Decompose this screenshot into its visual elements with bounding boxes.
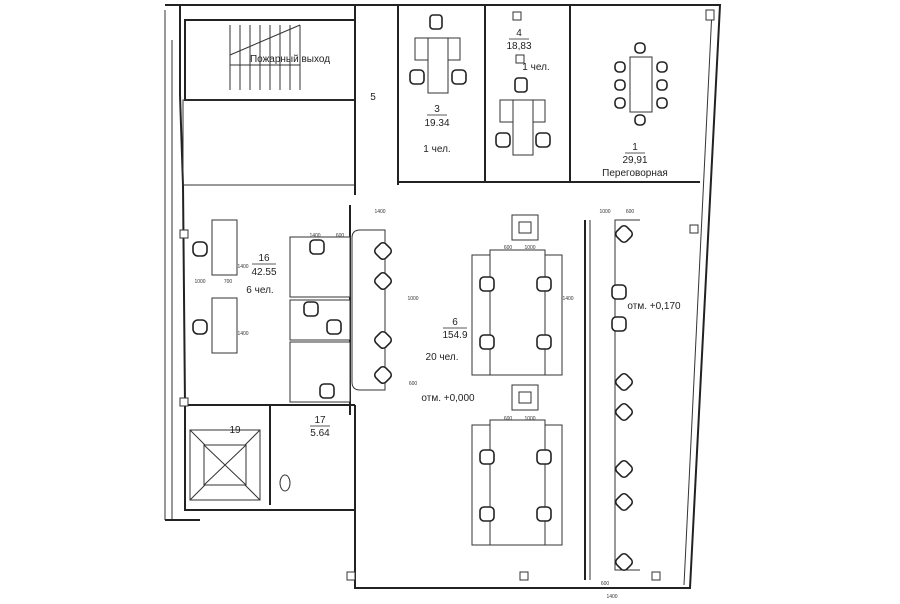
dimension: 1400: [237, 264, 248, 270]
room-6-people: 20 чел.: [426, 352, 459, 363]
chairs: [192, 14, 668, 572]
room-3-area: 19.34: [424, 118, 449, 129]
room-1-area: 29,91: [622, 155, 647, 166]
floor-level-marker-raised: отм. +0,170: [627, 301, 681, 312]
dimension: 1400: [374, 209, 385, 215]
dimension: 1400: [237, 331, 248, 337]
room-16-area: 42.55: [251, 267, 276, 278]
dimension: 600: [626, 209, 635, 215]
dimension: 600: [601, 581, 610, 587]
room-5-number: 5: [370, 92, 376, 103]
dimension: 1000: [524, 416, 535, 422]
fire-exit-label: Пожарный выход: [250, 54, 330, 65]
dimension: 1400: [562, 296, 573, 302]
dimension: 600: [336, 233, 345, 239]
dimension: 600: [504, 416, 513, 422]
dimension: 1000: [407, 296, 418, 302]
room-1-name: Переговорная: [602, 168, 668, 179]
dimension: 700: [224, 279, 233, 285]
room-3-people: 1 чел.: [423, 144, 450, 155]
room-16-number: 16: [258, 253, 270, 264]
dimension: 1000: [194, 279, 205, 285]
room-19-number: 19: [229, 425, 241, 436]
room-6-number: 6: [452, 317, 458, 328]
room-6-area: 154.9: [442, 330, 467, 341]
room-3-number: 3: [434, 104, 440, 115]
room-1-number: 1: [632, 142, 638, 153]
room-16-people: 6 чел.: [246, 285, 273, 296]
dimension: 1000: [524, 245, 535, 251]
outer-walls: [164, 4, 722, 589]
room-4-area: 18,83: [506, 41, 531, 52]
fire-exit-stairs: Пожарный выход: [229, 24, 330, 90]
room-17-area: 5.64: [310, 428, 330, 439]
room-4-people: 1 чел.: [522, 62, 549, 73]
dimension: 1000: [599, 209, 610, 215]
furniture: [211, 37, 653, 571]
dimension: 1400: [606, 594, 617, 600]
dimension-labels: 1400 1400 600 1000 600 1000 600 1000 600…: [194, 209, 634, 600]
dimension: 1400: [309, 233, 320, 239]
dimension: 600: [504, 245, 513, 251]
floor-level-marker: отм. +0,000: [421, 393, 475, 404]
room-17-number: 17: [314, 415, 326, 426]
room-4-number: 4: [516, 28, 522, 39]
dimension: 600: [409, 381, 418, 387]
room-labels: 5 3 19.34 1 чел. 4 18,83 1 чел. 1 29,91 …: [229, 28, 681, 439]
